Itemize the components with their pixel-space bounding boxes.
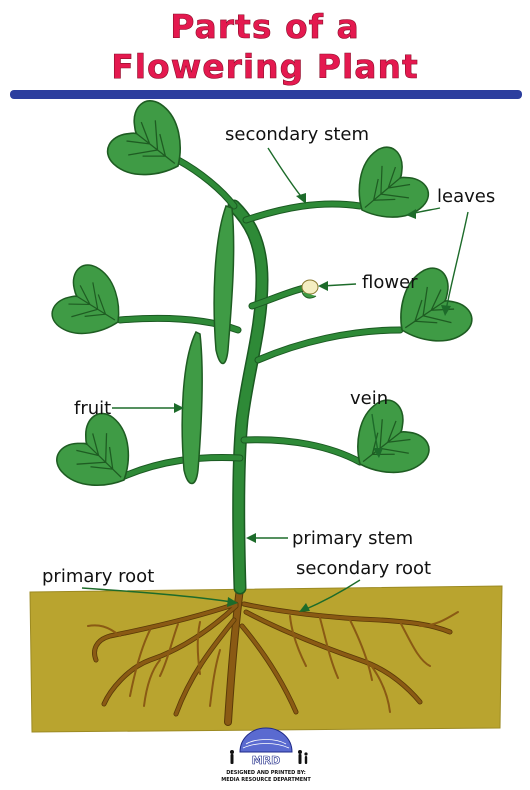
label-primary-root: primary root — [42, 566, 154, 587]
leaf-top-left — [100, 93, 203, 197]
label-secondary-stem: secondary stem — [225, 124, 369, 145]
fruit-pod-lower — [181, 330, 203, 485]
title-divider — [10, 90, 522, 99]
leaf-middle-left — [45, 258, 138, 353]
label-fruit: fruit — [74, 398, 111, 419]
logo-mark: MRD — [252, 754, 281, 767]
logo-line-1: DESIGNED AND PRINTED BY: — [226, 770, 306, 776]
label-flower: flower — [362, 272, 418, 293]
logo-figures-icon — [230, 750, 308, 764]
title-line-2: Flowering Plant — [111, 47, 419, 86]
label-vein: vein — [350, 388, 388, 409]
stems — [116, 156, 404, 595]
fruit-pod-upper — [213, 205, 235, 365]
label-secondary-root: secondary root — [296, 558, 431, 579]
roots — [87, 584, 459, 726]
flower — [301, 279, 319, 299]
label-arrows — [81, 147, 469, 612]
logo-line-2: MEDIA RESOURCE DEPARTMENT — [221, 777, 311, 783]
leaf-upper-right — [337, 140, 436, 239]
label-primary-stem: primary stem — [292, 528, 413, 549]
leaf-lower-left — [49, 406, 151, 508]
title-line-1: Parts of a — [170, 7, 360, 46]
logo-dome-icon — [239, 727, 293, 753]
fruit-pods — [181, 205, 235, 485]
mrd-logo: MRD DESIGNED AND PRINTED BY: MEDIA RESOU… — [221, 727, 311, 783]
label-leaves: leaves — [437, 186, 495, 207]
